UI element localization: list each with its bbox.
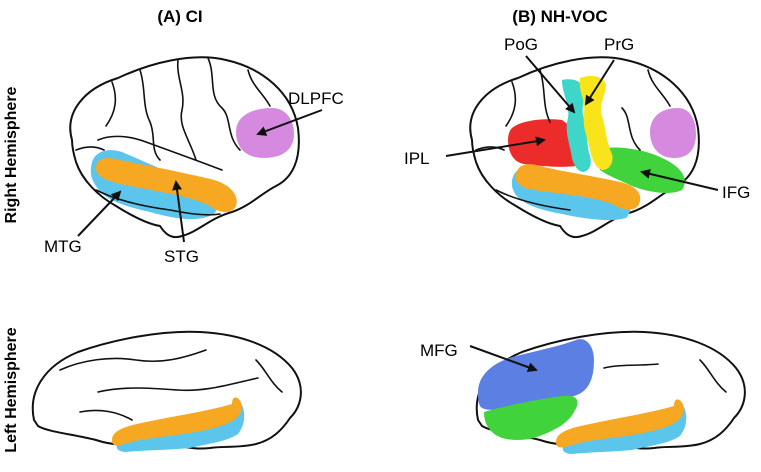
arrow-stg [172, 180, 185, 243]
label-ifg: IFG [722, 183, 750, 202]
region-ifg-b-left [484, 395, 578, 440]
region-mtg-b-left [562, 404, 687, 454]
row-title-right: Right Hemisphere [3, 86, 20, 223]
brain-b-right [469, 56, 700, 239]
region-mfg-b [478, 339, 594, 410]
column-title-a: (A) CI [157, 7, 202, 26]
arrow-mtg [77, 190, 122, 237]
region-mtg-a-left [116, 402, 245, 452]
brain-b-left [475, 330, 746, 454]
region-pog-b [562, 79, 591, 172]
region-stg-b [515, 164, 641, 210]
label-pog: PoG [504, 35, 538, 54]
row-title-left: Left Hemisphere [3, 327, 20, 452]
brain-a-right [69, 56, 300, 239]
label-mtg-a: MTG [44, 237, 82, 256]
arrow-prg [584, 59, 615, 106]
label-stg-a: STG [164, 247, 199, 266]
region-ipl-b [508, 119, 576, 167]
region-dlpfc-b [650, 108, 696, 158]
region-stg-a [96, 158, 237, 212]
column-title-b: (B) NH-VOC [512, 7, 607, 26]
region-dlpfc-a [236, 108, 294, 158]
label-mfg: MFG [420, 341, 458, 360]
arrow-dlpfc [256, 109, 323, 136]
arrow-pog [525, 55, 576, 114]
region-stg-a-left [112, 397, 242, 446]
label-prg: PrG [604, 35, 634, 54]
arrow-ipl [445, 136, 546, 157]
region-stg-b-left [556, 399, 684, 448]
arrow-mfg [469, 345, 538, 372]
brain-a-left [31, 330, 302, 452]
label-ipl: IPL [404, 149, 430, 168]
arrow-ifg [640, 168, 719, 191]
label-dlpfc: DLPFC [288, 89, 344, 108]
